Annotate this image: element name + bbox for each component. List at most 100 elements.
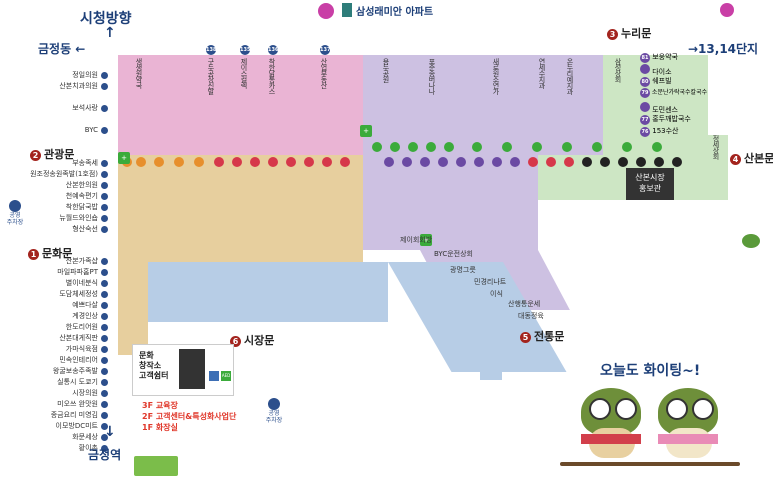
shop-label[interactable]: 산행통운세	[508, 300, 541, 308]
list-item[interactable]: 가마식육점	[8, 344, 108, 355]
list-item[interactable]: 보석사랑	[8, 103, 108, 114]
shop-dot	[174, 157, 184, 167]
floor-2: 2F 고객센터&특성화사업단	[142, 412, 237, 421]
shop-dot	[384, 157, 394, 167]
shop-label[interactable]: 민경리나트	[474, 278, 507, 286]
list-item[interactable]: 뉴월드와인숍	[8, 213, 108, 224]
list-item[interactable]: 황이촌	[8, 443, 108, 454]
shop-dot	[592, 142, 602, 152]
zone-blue-tail	[480, 300, 502, 380]
list-item[interactable]: 부송족세	[8, 158, 108, 169]
shop-label[interactable]: 정세상회	[712, 135, 720, 159]
list-item[interactable]: 왕굴보송주족발	[8, 366, 108, 377]
list-item[interactable]: 별이네분식	[8, 278, 108, 289]
shop-label[interactable]: BYC운전상회	[434, 250, 473, 258]
shop-label[interactable]: 용두공원	[382, 58, 390, 82]
list-item[interactable]: 미오쓰 완맛원	[8, 399, 108, 410]
zone-pink	[118, 55, 363, 155]
shop-dot	[322, 157, 332, 167]
shop-label[interactable]: 제이회화방	[400, 236, 433, 244]
shop-label[interactable]: 삼성상회	[614, 58, 622, 82]
shop-label[interactable]: 구두공장신발	[207, 58, 215, 94]
list-item[interactable]: 시장의원	[8, 388, 108, 399]
list-item[interactable]: 실통시 도쿄기	[8, 377, 108, 388]
geumjeong-dong-direction: 금정동 ←	[38, 42, 86, 56]
shop-label[interactable]: 연세수지과	[538, 58, 546, 88]
list-item[interactable]: 산본한의원	[8, 180, 108, 191]
parking-icon	[268, 398, 280, 410]
shop-dot	[510, 157, 520, 167]
list-item[interactable]: 76 153수산	[640, 127, 679, 137]
list-item[interactable]: 화문세상	[8, 432, 108, 443]
aed-icon: +	[118, 152, 130, 164]
list-item[interactable]: BYC	[8, 125, 108, 136]
apartment-label: 삼성래미안 아파트	[356, 7, 434, 18]
list-item[interactable]: 예쁘다살	[8, 300, 108, 311]
apartment-icon	[318, 3, 334, 19]
list-item[interactable]: 도민센스	[640, 102, 710, 114]
list-item	[8, 114, 108, 125]
list-item[interactable]: 천예속편기	[8, 191, 108, 202]
tree-icon	[742, 234, 760, 248]
cultural-center-box[interactable]: 문화 창작소 고객쉼터 AED	[132, 344, 234, 396]
list-item[interactable]: 계경인상	[8, 311, 108, 322]
shop-dot	[250, 157, 260, 167]
list-item[interactable]: 종금요리 미영김	[8, 410, 108, 421]
shop-dot	[618, 157, 628, 167]
list-item[interactable]: 마일파파홈PT	[8, 267, 108, 278]
greeting: 오늘도 화이팅~!	[600, 363, 701, 379]
shop-label[interactable]: 포준송버나나	[428, 58, 436, 94]
market-promo-sign[interactable]: 산본시장 홍보관	[626, 168, 674, 200]
cultural-center-title: 문화 창작소 고객쉼터	[139, 351, 169, 380]
list-item[interactable]: 착한닭국밥	[8, 202, 108, 213]
left-shop-list: 정일의원 산본치과의원 보석사랑 BYC 부송족세 원조정송원족발(1호점) 산…	[8, 70, 108, 246]
list-item[interactable]: 한도리어원	[8, 322, 108, 333]
shop-dot	[636, 157, 646, 167]
shop-dot	[474, 157, 484, 167]
list-item[interactable]: 80 쉐프빌	[640, 77, 672, 87]
shop-dot	[546, 157, 556, 167]
list-item[interactable]: 산본가족샵	[8, 256, 108, 267]
list-item[interactable]: 원조정송원족발(1호점)	[8, 169, 108, 180]
list-item[interactable]: 산본치과의원	[8, 81, 108, 92]
list-item[interactable]: 이모방DC미트	[8, 421, 108, 432]
list-item[interactable]: 79 소문난가락국수칼국수	[640, 88, 708, 98]
shop-label[interactable]: 새로원소연가	[492, 58, 500, 94]
shop-label[interactable]: 광명그릇	[450, 266, 476, 274]
shop-label[interactable]: 이식	[490, 290, 503, 298]
list-item	[8, 235, 108, 246]
building-icon	[342, 3, 352, 17]
list-item[interactable]: 형산숙선	[8, 224, 108, 235]
list-item[interactable]: 산본대게직판	[8, 333, 108, 344]
shop-label[interactable]: 대동정육	[518, 312, 544, 320]
shop-dot	[420, 157, 430, 167]
shop-dot	[426, 142, 436, 152]
shop-label[interactable]: 온누리예지과	[566, 58, 574, 94]
aed-icon: +	[360, 125, 372, 137]
list-item[interactable]: 81 보웅약국	[640, 53, 678, 63]
list-item[interactable]: 도담체세정성	[8, 289, 108, 300]
list-item[interactable]: 정일의원	[8, 70, 108, 81]
shop-label[interactable]: 제이스컬렉	[240, 58, 248, 88]
zone-purple-mid	[363, 155, 538, 250]
zone-tan	[118, 155, 363, 270]
list-item[interactable]: 민속인테리어	[8, 355, 108, 366]
parking-icon	[9, 200, 21, 212]
shop-label[interactable]: 산업부동산	[320, 58, 328, 88]
shop-label[interactable]: 생생원약국	[135, 58, 143, 88]
list-item	[8, 147, 108, 158]
list-item[interactable]: 다이소	[640, 64, 710, 76]
shop-dot	[492, 157, 502, 167]
list-item[interactable]: 77 홍두깨밥국수	[640, 115, 691, 125]
shop-dot	[154, 157, 164, 167]
shop-label[interactable]: 착한닭통카스	[268, 58, 276, 94]
shop-dot	[438, 157, 448, 167]
list-item	[8, 136, 108, 147]
shop-dot	[532, 142, 542, 152]
